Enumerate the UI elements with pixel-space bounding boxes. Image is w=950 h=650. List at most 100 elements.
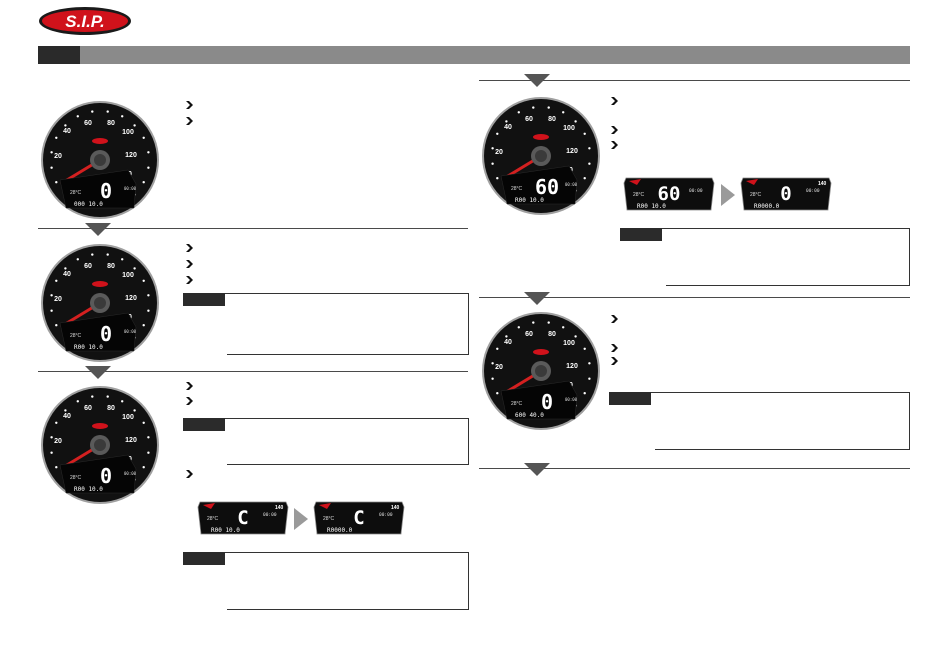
lcd-speed: C (353, 507, 364, 529)
lcd-clock: 00:00 (124, 186, 137, 191)
lcd-odometer: R00 10.0 (515, 197, 544, 204)
lcd-clock: 00:00 (565, 182, 578, 187)
chevron-right-icon (611, 357, 619, 365)
gauge-dot (491, 147, 493, 149)
lcd-temp: 28°C (750, 192, 762, 198)
lcd-odometer: 600 40.0 (515, 412, 544, 419)
logo-text: S.I.P. (65, 12, 104, 31)
lcd-temp: 28°C (70, 190, 82, 196)
gauge-tick-label: 100 (563, 340, 575, 347)
gauge-tick-label: 20 (54, 153, 62, 160)
lcd-clock: 00:00 (124, 471, 137, 476)
gauge-dot (64, 409, 66, 411)
lcd-odometer: R00 10.0 (637, 203, 666, 210)
lcd-odometer: R00 10.0 (211, 527, 240, 534)
gauge-dot (50, 436, 52, 438)
gauge-dot (55, 324, 57, 326)
lcd-temp: 28°C (323, 516, 335, 522)
gauge-tick-label: 60 (525, 116, 533, 123)
gauge-tick-label: 100 (563, 125, 575, 132)
lcd-clock: 00:00 (689, 188, 703, 194)
gauge-dot (505, 335, 507, 337)
note-box (183, 552, 469, 610)
gauge-dot (143, 466, 145, 468)
gauge-tick-label: 60 (525, 331, 533, 338)
down-arrow-icon (524, 292, 550, 305)
gauge-dot (588, 163, 590, 165)
note-box (183, 418, 469, 465)
gauge-tick-label: 80 (548, 116, 556, 123)
chevron-right-icon (186, 382, 194, 390)
gauge-dot (505, 120, 507, 122)
chevron-right-icon (186, 244, 194, 252)
lcd-clock: 00:00 (806, 188, 820, 194)
gauge-tick-label: 80 (107, 120, 115, 127)
down-arrow-icon (524, 74, 550, 87)
gauge-tick-label: 120 (566, 363, 578, 370)
gauge-tick-label: 60 (84, 405, 92, 412)
gauge-dot (107, 395, 109, 397)
gauge-dot (143, 422, 145, 424)
lcd-temp: 28°C (511, 401, 523, 407)
gauge-dot (532, 321, 534, 323)
chevron-right-icon (186, 397, 194, 405)
gauge-dot (562, 326, 564, 328)
gauge-dot (496, 392, 498, 394)
lcd-temp: 28°C (70, 475, 82, 481)
gauge-dot (548, 106, 550, 108)
gauge-tick-label: 20 (495, 364, 503, 371)
sip-logo: S.I.P. (38, 6, 132, 36)
gauge-dot (518, 111, 520, 113)
note-box (609, 392, 910, 450)
gauge-dot (147, 436, 149, 438)
lcd-odometer: 000 10.0 (74, 201, 103, 208)
gauge-dot (55, 466, 57, 468)
gauge-tick-label: 120 (125, 152, 137, 159)
gauge-tick-label: 100 (122, 272, 134, 279)
gauge-dot (147, 310, 149, 312)
gauge-dot (50, 151, 52, 153)
gauge-dot (496, 177, 498, 179)
gauge-dot (77, 115, 79, 117)
down-arrow-icon (85, 366, 111, 379)
gauge-dot (91, 253, 93, 255)
gauge-dot (147, 151, 149, 153)
lcd-speed: 0 (541, 390, 553, 414)
gauge-dot (548, 321, 550, 323)
lcd-temp: 28°C (633, 192, 645, 198)
chevron-right-icon (611, 126, 619, 134)
gauge-dot (147, 167, 149, 169)
gauge-tick-label: 60 (84, 120, 92, 127)
gauge-dot (55, 422, 57, 424)
gauge-tick-label: 60 (84, 263, 92, 270)
chevron-right-icon (611, 141, 619, 149)
gauge-dot (133, 409, 135, 411)
gauge-dot (91, 395, 93, 397)
gauge-tick-label: 80 (107, 263, 115, 270)
gauge-dot (491, 362, 493, 364)
gauge-dot (147, 452, 149, 454)
gauge-dot (64, 267, 66, 269)
gauge-dot (584, 133, 586, 135)
chevron-right-icon (186, 470, 194, 478)
lcd-temp: 28°C (70, 333, 82, 339)
gauge-dot (562, 111, 564, 113)
gauge-dot (143, 280, 145, 282)
gauge-dot (91, 110, 93, 112)
gauge-dot (50, 167, 52, 169)
gauge-dot (64, 124, 66, 126)
down-arrow-icon (85, 223, 111, 236)
gauge-tick-label: 40 (63, 271, 71, 278)
gauge-dot (143, 181, 145, 183)
gauge-dot (584, 392, 586, 394)
lcd-max-badge: 140 (275, 505, 284, 511)
gauge-dot (50, 310, 52, 312)
gauge-dot (584, 177, 586, 179)
chevron-right-icon (186, 101, 194, 109)
gauge-tick-label: 20 (54, 296, 62, 303)
chevron-right-icon (611, 315, 619, 323)
lcd-clock: 00:00 (565, 397, 578, 402)
